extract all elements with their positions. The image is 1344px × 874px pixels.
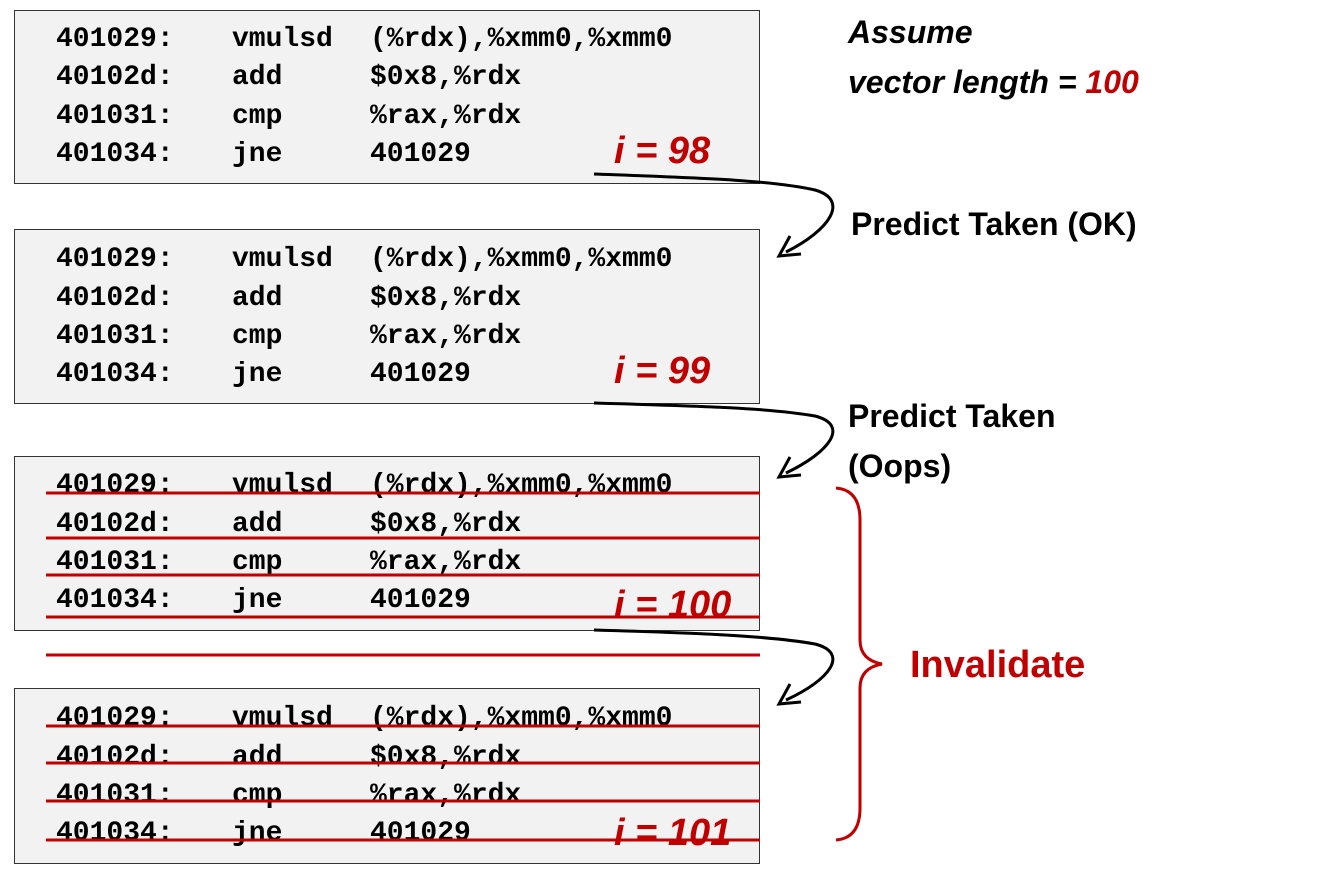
transition-label-oops-line2: (Oops)	[848, 448, 952, 484]
code-operands: %rax,%rdx	[370, 321, 522, 352]
transition-arrow-2-head	[776, 456, 802, 479]
code-opcode: cmp	[232, 101, 283, 132]
code-opcode: jne	[232, 139, 283, 170]
code-address: 40102d:	[56, 509, 174, 540]
code-address: 40102d:	[56, 283, 174, 314]
code-operands: $0x8,%rdx	[370, 742, 522, 773]
code-opcode: vmulsd	[232, 24, 333, 55]
invalidate-brace	[835, 486, 883, 842]
code-opcode: vmulsd	[232, 244, 333, 275]
note-vector-length: vector length = 100	[848, 64, 1139, 101]
code-operands: %rax,%rdx	[370, 780, 522, 811]
transition-arrow-3-head	[776, 683, 802, 706]
code-block-i99	[14, 229, 760, 404]
iteration-label-i98: i = 98	[614, 130, 711, 172]
iteration-label-i99: i = 99	[614, 350, 711, 392]
transition-arrow-2	[593, 401, 835, 475]
code-opcode: cmp	[232, 547, 283, 578]
code-operands: %rax,%rdx	[370, 101, 522, 132]
code-address: 401034:	[56, 818, 174, 849]
note-vector-length-value: 100	[1085, 64, 1139, 100]
code-address: 40102d:	[56, 62, 174, 93]
code-operands: $0x8,%rdx	[370, 509, 522, 540]
note-vector-length-text: vector length =	[848, 64, 1086, 100]
code-address: 401029:	[56, 703, 174, 734]
iteration-label-i100: i = 100	[614, 584, 732, 626]
code-operands: %rax,%rdx	[370, 547, 522, 578]
code-operands: (%rdx),%xmm0,%xmm0	[370, 703, 673, 734]
note-assume: Assume	[848, 14, 973, 50]
code-opcode: jne	[232, 359, 283, 390]
code-operands: 401029	[370, 139, 471, 170]
code-operands: (%rdx),%xmm0,%xmm0	[370, 470, 673, 501]
code-operands: $0x8,%rdx	[370, 62, 522, 93]
code-opcode: jne	[232, 818, 283, 849]
code-operands: 401029	[370, 585, 471, 616]
code-address: 401034:	[56, 359, 174, 390]
code-address: 401031:	[56, 547, 174, 578]
code-opcode: cmp	[232, 321, 283, 352]
code-operands: $0x8,%rdx	[370, 283, 522, 314]
code-address: 40102d:	[56, 742, 174, 773]
code-opcode: jne	[232, 585, 283, 616]
code-block-i101	[14, 688, 760, 864]
code-address: 401029:	[56, 470, 174, 501]
code-block-i100	[14, 456, 760, 631]
code-operands: 401029	[370, 818, 471, 849]
code-address: 401029:	[56, 24, 174, 55]
code-opcode: add	[232, 283, 283, 314]
code-operands: (%rdx),%xmm0,%xmm0	[370, 24, 673, 55]
transition-arrow-3	[593, 628, 835, 702]
invalidate-label: Invalidate	[910, 644, 1086, 686]
code-opcode: add	[232, 742, 283, 773]
code-address: 401031:	[56, 321, 174, 352]
code-opcode: vmulsd	[232, 470, 333, 501]
code-opcode: add	[232, 62, 283, 93]
transition-arrow-1	[593, 172, 835, 254]
transition-arrow-1-head	[776, 235, 802, 258]
code-opcode: vmulsd	[232, 703, 333, 734]
code-operands: (%rdx),%xmm0,%xmm0	[370, 244, 673, 275]
code-opcode: add	[232, 509, 283, 540]
code-address: 401031:	[56, 780, 174, 811]
iteration-label-i101: i = 101	[614, 812, 732, 854]
code-operands: 401029	[370, 359, 471, 390]
code-opcode: cmp	[232, 780, 283, 811]
code-block-i98	[14, 10, 760, 184]
transition-label-oops-line1: Predict Taken	[848, 398, 1056, 434]
strike-lines-block-3	[46, 491, 760, 657]
code-address: 401034:	[56, 139, 174, 170]
transition-label-ok: Predict Taken (OK)	[851, 206, 1137, 242]
strike-lines-block-4	[46, 724, 760, 842]
code-address: 401031:	[56, 101, 174, 132]
code-address: 401029:	[56, 244, 174, 275]
code-address: 401034:	[56, 585, 174, 616]
